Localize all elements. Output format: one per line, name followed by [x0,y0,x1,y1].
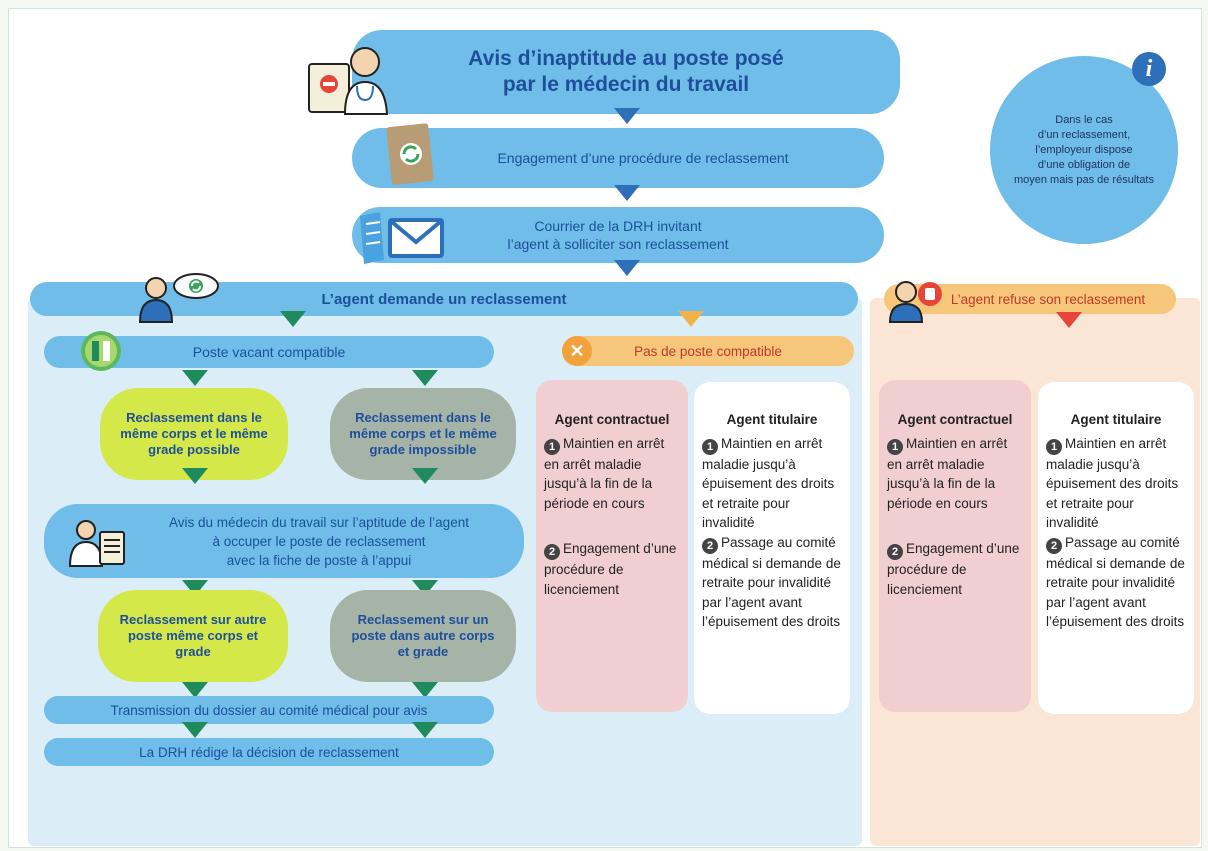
number-icon: 2 [544,544,560,560]
doctor-icon [308,47,389,115]
reclassement-possible-blob: Reclassement dans le même corps et le mê… [100,388,288,480]
title-line1: Avis d’inaptitude au poste posé [468,47,784,70]
step3-line1: Courrier de la DRH invitant [534,218,702,234]
procedure-folder-icon [386,123,434,185]
avis-line1: Avis du médecin du travail sur l’aptitud… [169,514,469,530]
arrow-impossible-avis [412,468,438,484]
reclassement-impossible-blob: Reclassement dans le même corps et le mê… [330,388,516,480]
nocompat-pink-bg [536,380,688,712]
info-bubble: Dans le cas d’un reclassement, l’employe… [990,56,1178,244]
reclassement-autre-poste-blob: Reclassement sur autre poste même corps … [98,590,288,682]
nocompat-titulaire-p2: Passage au comité médical si demande de … [702,534,841,630]
info-icon: i [1132,52,1166,86]
info-line3: l’employeur dispose [1035,143,1133,156]
inaptitude-title-pill: Avis d’inaptitude au poste posé par le m… [352,30,900,114]
number-icon: 1 [702,438,718,455]
vacant-label: Poste vacant compatible [192,344,346,360]
envelope-icon [360,212,444,264]
nocompat-titulaire-p1: Maintien en arrêt maladie jusqu’à épuise… [702,435,835,531]
refuse-contractuel-title: Agent contractuel [897,412,1013,427]
demand-label: L’agent demande un reclassement [321,290,567,308]
procedure-reclassement-pill: Engagement d’une procédure de reclasseme… [352,128,884,188]
info-line1: Dans le cas [1055,113,1113,126]
arrow-autre-corps-transmission [412,682,438,698]
arrow-vacant-possible [182,370,208,386]
title-line2: par le médecin du travail [502,73,750,96]
arrow-step3-branches [614,260,640,276]
arrow-title-step2 [614,108,640,124]
agent-stop-icon [888,281,942,323]
refuse-contractuel-p1: Maintien en arrêt en arrêt maladie jusqu… [887,435,1008,511]
number-icon: 1 [887,438,903,455]
impossible-label: Reclassement dans le même corps et le mê… [349,410,497,457]
arrow-possible-avis [182,468,208,484]
nocompat-contractuel-p1: Maintien en arrêt en arrêt maladie jusqu… [544,435,665,511]
number-icon: 1 [544,438,560,455]
arrow-transmission-decision [182,722,208,738]
transmission-bar: Transmission du dossier au comité médica… [44,696,494,724]
decision-label: La DRH rédige la décision de reclassemen… [139,744,399,760]
arrow-vacant-impossible [412,370,438,386]
arrow-demand-nocompat [678,311,704,327]
nocompat-titulaire-title: Agent titulaire [726,412,818,427]
arrow-transmission-decision-right [412,722,438,738]
info-line5: moyen mais pas de résultats [1013,173,1154,186]
refuse-titulaire-p2: Passage au comité médical si demande de … [1046,534,1185,630]
people-swap-icon [81,331,121,371]
number-icon: 2 [702,537,718,554]
step3-line2: l’agent à solliciter son reclassement [507,236,729,252]
refuse-titulaire-p1: Maintien en arrêt maladie jusqu’à épuise… [1046,435,1179,531]
avis-line3: avec la fiche de poste à l’appui [226,552,412,568]
arrow-refuse-cards [1056,312,1082,328]
arrow-autre-poste-transmission [182,682,208,698]
nocompat-contractuel-p2: Engagement d’une procédure de licencieme… [544,541,677,597]
arrow-demand-vacant [280,311,306,327]
info-line2: d’un reclassement, [1037,128,1131,141]
transmission-label: Transmission du dossier au comité médica… [110,702,428,718]
decision-bar: La DRH rédige la décision de reclassemen… [44,738,494,766]
nocompat-label: Pas de poste compatible [634,343,782,359]
agent-refuse-bar: L’agent refuse son reclassement [884,284,1176,314]
autre-poste-label: Reclassement sur autre poste même corps … [119,612,267,659]
info-icon-glyph: i [1145,55,1153,82]
refuse-label: L’agent refuse son reclassement [950,291,1146,307]
possible-label: Reclassement dans le même corps et le mê… [120,410,268,457]
number-icon: 2 [887,544,903,560]
refuse-pink-bg [879,380,1031,712]
info-line4: d’une obligation de [1037,158,1131,171]
cross-icon: ✕ [562,336,592,366]
pas-de-poste-bar: Pas de poste compatible [562,336,854,366]
arrow-step2-step3 [614,185,640,201]
avis-line2: à occuper le poste de reclassement [212,533,426,549]
autre-corps-label: Reclassement sur un poste dans autre cor… [351,612,495,659]
step2-label: Engagement d’une procédure de reclasseme… [497,150,789,166]
avis-medecin-pill: Avis du médecin du travail sur l’aptitud… [44,504,524,578]
number-icon: 1 [1046,438,1062,455]
refuse-contractuel-p2: Engagement d’une procédure de licencieme… [887,541,1020,597]
doctor-document-icon [68,520,125,567]
reclassement-autre-corps-blob: Reclassement sur un poste dans autre cor… [330,590,516,682]
nocompat-contractuel-title: Agent contractuel [554,412,670,427]
number-icon: 2 [1046,537,1062,554]
refuse-titulaire-title: Agent titulaire [1070,412,1162,427]
agent-request-icon [138,273,219,323]
